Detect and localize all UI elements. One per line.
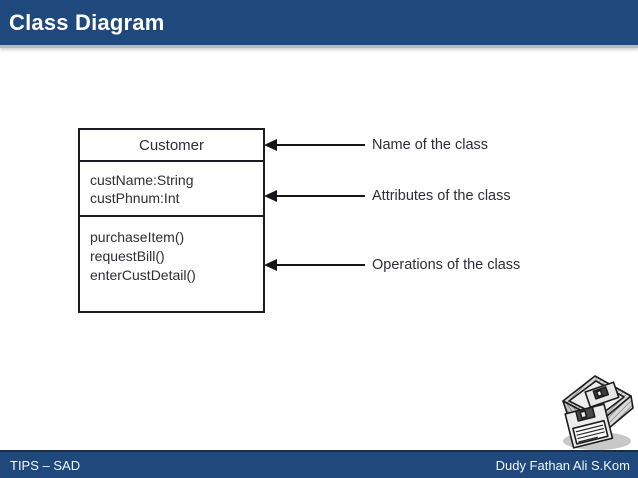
annotation-operations: Operations of the class xyxy=(264,255,520,275)
uml-operation: purchaseItem() xyxy=(90,229,185,245)
page-title: Class Diagram xyxy=(9,9,165,35)
arrow-line xyxy=(277,264,365,266)
floppy-disks-icon xyxy=(562,375,634,450)
arrow-left-icon xyxy=(264,259,277,271)
arrow-line xyxy=(277,144,365,146)
uml-attributes-compartment: custName:String custPhnum:Int xyxy=(80,162,263,217)
floppy-disks-clipart xyxy=(555,369,637,453)
annotation-attributes: Attributes of the class xyxy=(264,186,511,206)
arrow-line xyxy=(277,195,365,197)
uml-operation: requestBill() xyxy=(90,248,165,264)
annotation-label: Name of the class xyxy=(372,137,489,153)
uml-attribute: custPhnum:Int xyxy=(90,190,180,206)
annotation-label: Attributes of the class xyxy=(372,188,511,204)
footer-left-text: TIPS – SAD xyxy=(10,457,81,473)
annotation-class-name: Name of the class xyxy=(264,135,488,155)
title-bar: Class Diagram xyxy=(0,0,638,48)
annotation-label: Operations of the class xyxy=(372,257,521,273)
uml-class-name: Customer xyxy=(80,130,263,162)
arrow-left-icon xyxy=(264,139,277,151)
arrow-left-icon xyxy=(264,190,277,202)
uml-operations-compartment: purchaseItem() requestBill() enterCustDe… xyxy=(80,217,263,285)
footer-bar: TIPS – SAD Dudy Fathan Ali S.Kom xyxy=(0,450,638,478)
uml-operation: enterCustDetail() xyxy=(90,267,196,283)
footer-right-text: Dudy Fathan Ali S.Kom xyxy=(495,457,630,473)
uml-class-box: Customer custName:String custPhnum:Int p… xyxy=(78,128,265,313)
uml-attribute: custName:String xyxy=(90,172,194,188)
